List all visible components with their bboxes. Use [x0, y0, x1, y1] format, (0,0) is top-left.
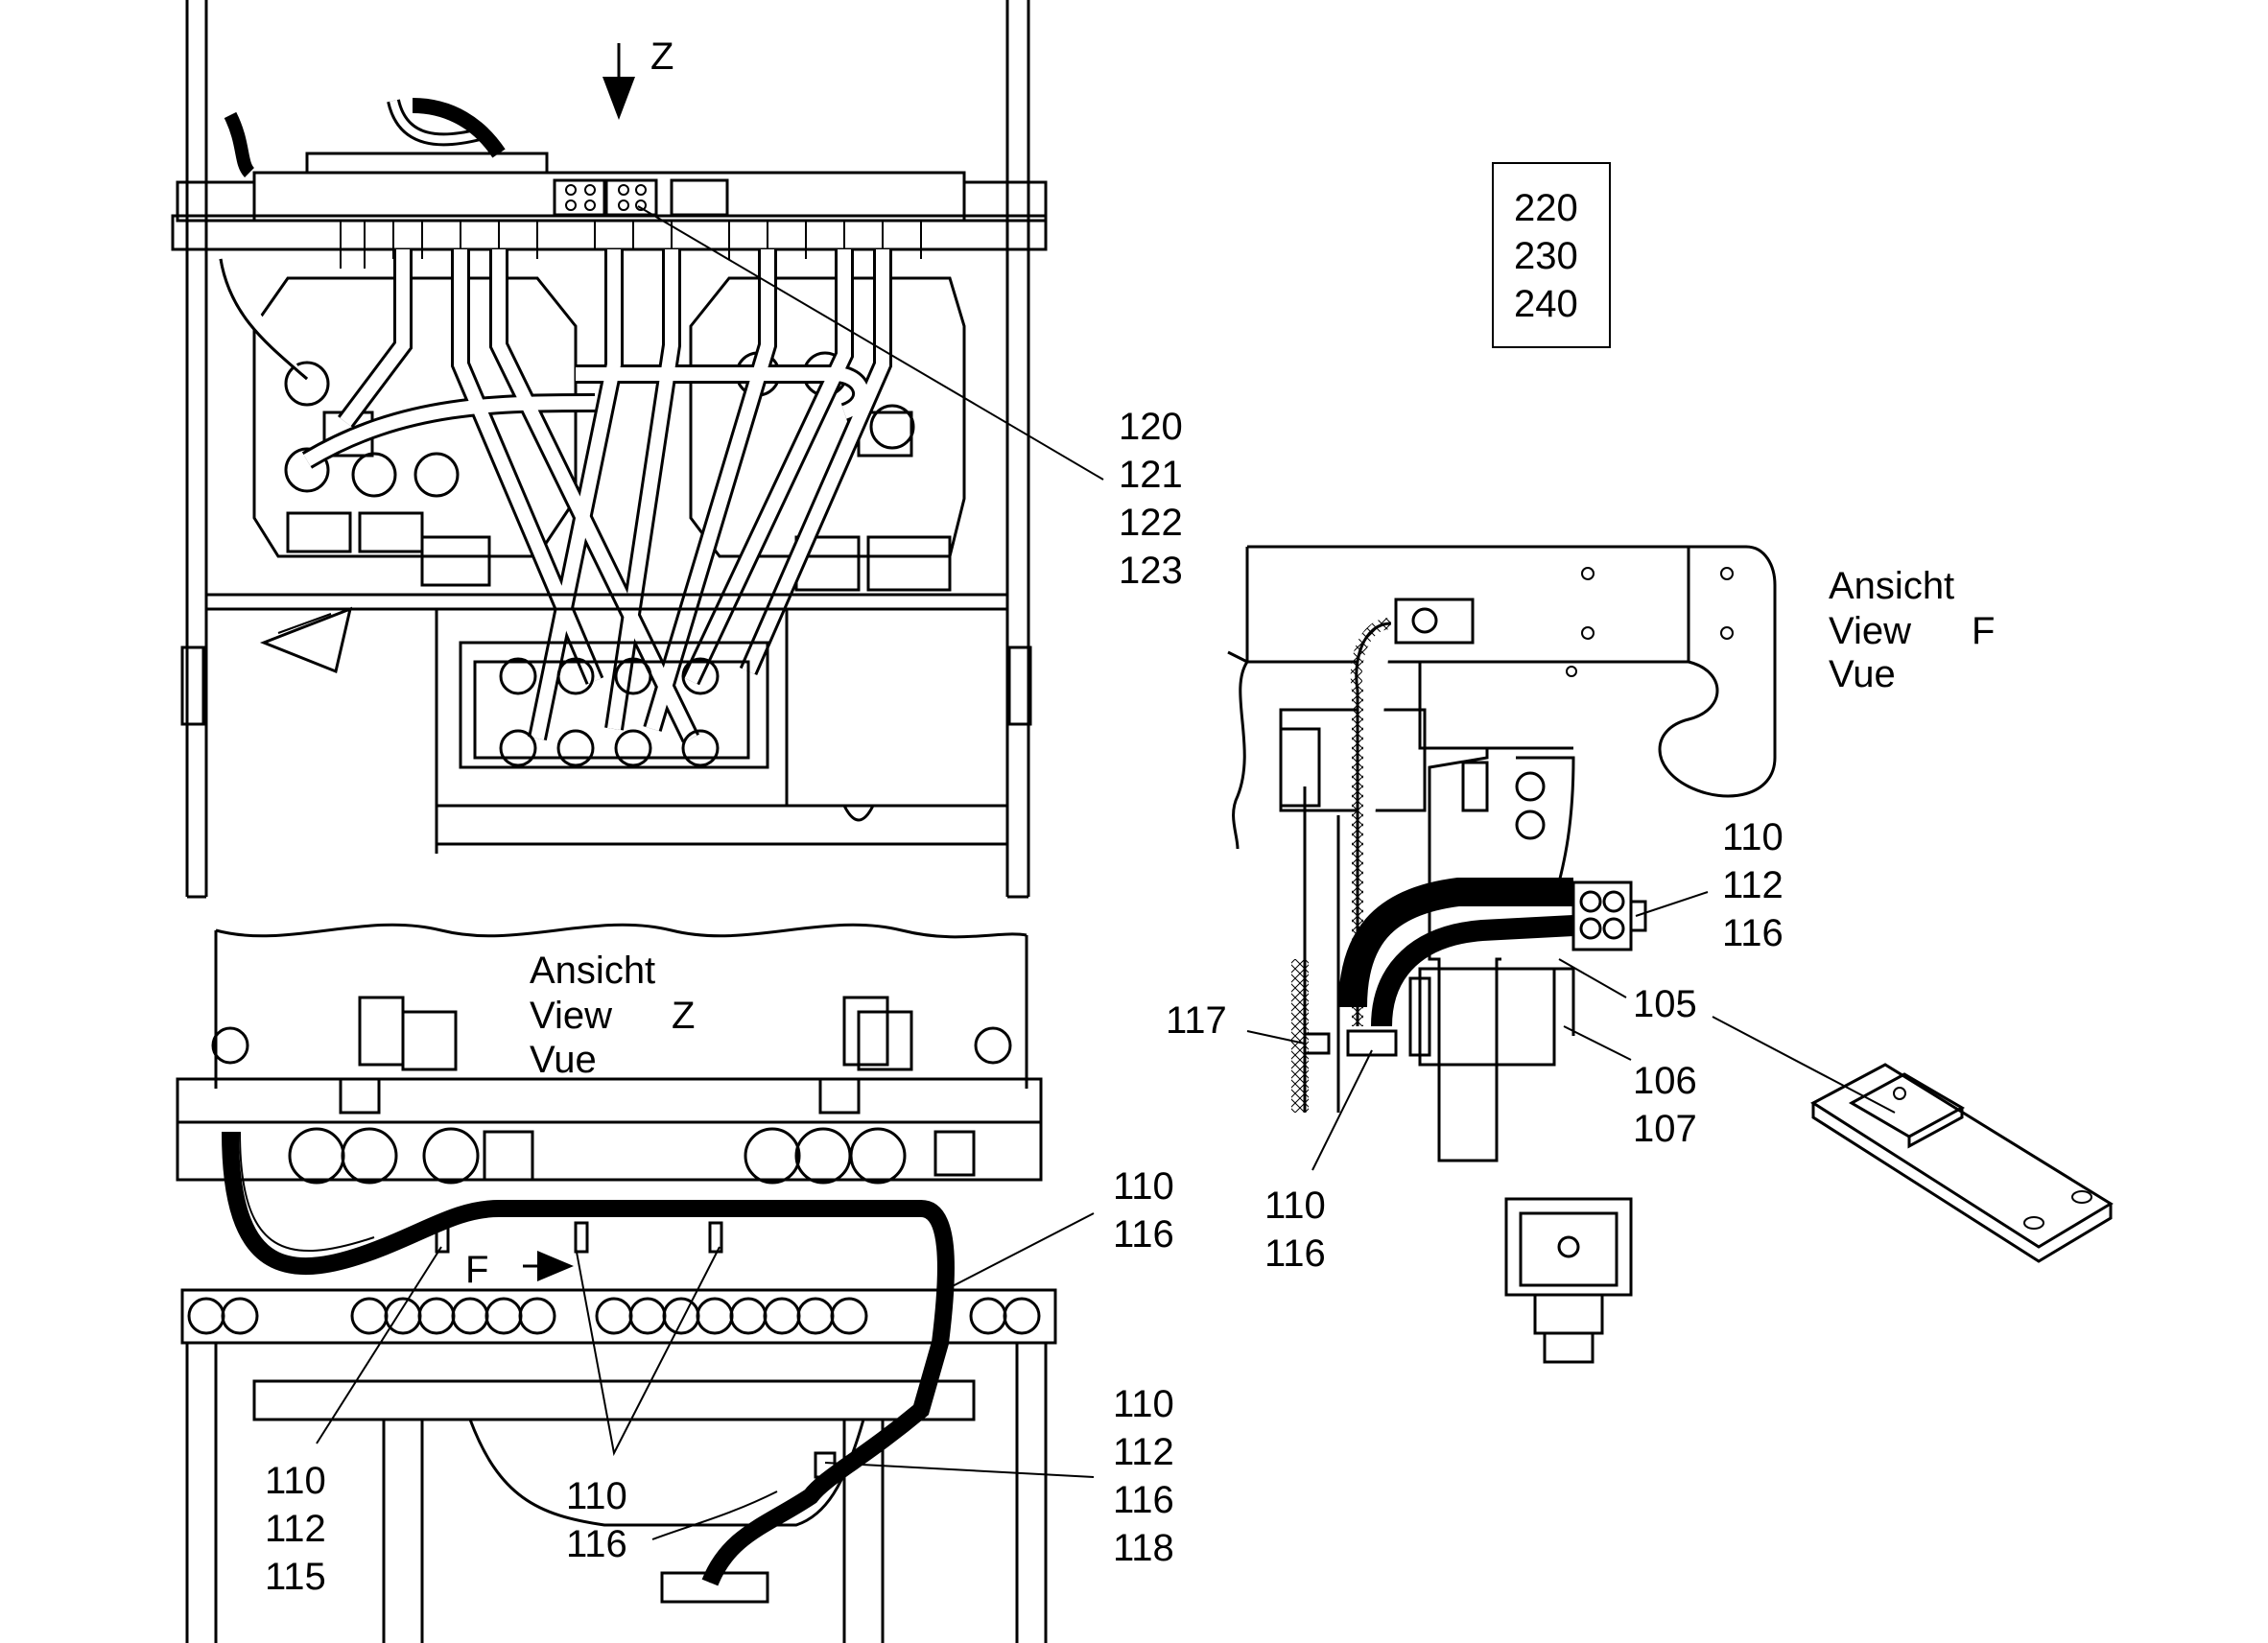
callout-106: 106 — [1633, 1060, 1697, 1102]
callout-112: 112 — [1113, 1431, 1174, 1473]
callout-120-123: 120 121 122 123 — [1119, 406, 1183, 592]
caption-vue-f: Vue — [1829, 653, 1896, 695]
callout-118: 118 — [1113, 1527, 1174, 1569]
leader-120 — [637, 205, 1104, 481]
boxed-parts: 220 230 240 — [1514, 187, 1578, 325]
view-z-caption: Ansicht View Vue Z — [530, 950, 695, 1081]
callout-116: 116 — [1722, 912, 1784, 954]
side-view — [1227, 545, 1777, 1364]
callout-123: 123 — [1119, 550, 1183, 592]
callout-121: 121 — [1119, 454, 1183, 496]
callout-117: 117 — [1166, 999, 1227, 1042]
plate-detail — [1810, 1063, 2114, 1263]
leader-110-112-116-118 — [824, 1462, 1095, 1478]
callout-116: 116 — [1113, 1213, 1174, 1256]
callout-105: 105 — [1633, 983, 1697, 1025]
callout-110: 110 — [1113, 1383, 1174, 1425]
part-220: 220 — [1514, 187, 1578, 229]
callout-112: 112 — [1722, 864, 1784, 906]
callout-107: 107 — [1633, 1108, 1697, 1150]
callout-110-112-115: 110 112 115 — [265, 1460, 326, 1598]
callout-122: 122 — [1119, 502, 1183, 544]
callout-110: 110 — [566, 1475, 627, 1517]
leader-106-107 — [1563, 1025, 1632, 1061]
callout-110-116-right: 110 116 — [1113, 1165, 1174, 1256]
view-f-caption: Ansicht View Vue F — [1829, 565, 1995, 695]
callout-116: 116 — [566, 1523, 627, 1565]
callout-110-116-side: 110 116 — [1264, 1185, 1326, 1275]
callout-116: 116 — [1113, 1479, 1174, 1521]
leader-110-112-116-side — [1635, 891, 1709, 917]
callout-106-107: 106 107 — [1633, 1060, 1697, 1150]
callout-110: 110 — [1264, 1185, 1326, 1227]
leader-117 — [1246, 1030, 1306, 1044]
caption-vue-z: Vue — [530, 1039, 597, 1081]
leader-105 — [1558, 958, 1896, 1114]
callout-110: 110 — [265, 1460, 326, 1502]
callout-115: 115 — [265, 1556, 326, 1598]
parts-box — [1492, 162, 1611, 348]
caption-view-f: View — [1829, 610, 1911, 652]
part-240: 240 — [1514, 283, 1578, 325]
top-view: Z — [171, 0, 1048, 899]
caption-letter-z: Z — [672, 995, 695, 1037]
callout-110: 110 — [1722, 816, 1784, 858]
caption-ansicht-f: Ansicht — [1829, 565, 1954, 607]
leader-110-116-right — [944, 1212, 1095, 1291]
leader-110-116-mid — [575, 1246, 778, 1540]
caption-ansicht-z: Ansicht — [530, 950, 655, 992]
leader-110-116-side — [1311, 1049, 1373, 1171]
part-230: 230 — [1514, 235, 1578, 277]
leader-110-112-115 — [316, 1246, 442, 1444]
view-marker-z: Z — [650, 35, 673, 78]
section-marker-f: F — [465, 1249, 488, 1291]
callout-110-112-116-118: 110 112 116 118 — [1113, 1383, 1174, 1569]
callout-112: 112 — [265, 1508, 326, 1550]
callout-110: 110 — [1113, 1165, 1174, 1208]
callout-110-116-mid: 110 116 — [566, 1475, 627, 1565]
caption-letter-f: F — [1972, 610, 1995, 652]
caption-view-z: View — [530, 995, 612, 1037]
callout-110-112-116-side: 110 112 116 — [1722, 816, 1784, 954]
bottom-view: F — [176, 923, 1057, 1643]
callout-120: 120 — [1119, 406, 1183, 448]
callout-116: 116 — [1264, 1232, 1326, 1275]
